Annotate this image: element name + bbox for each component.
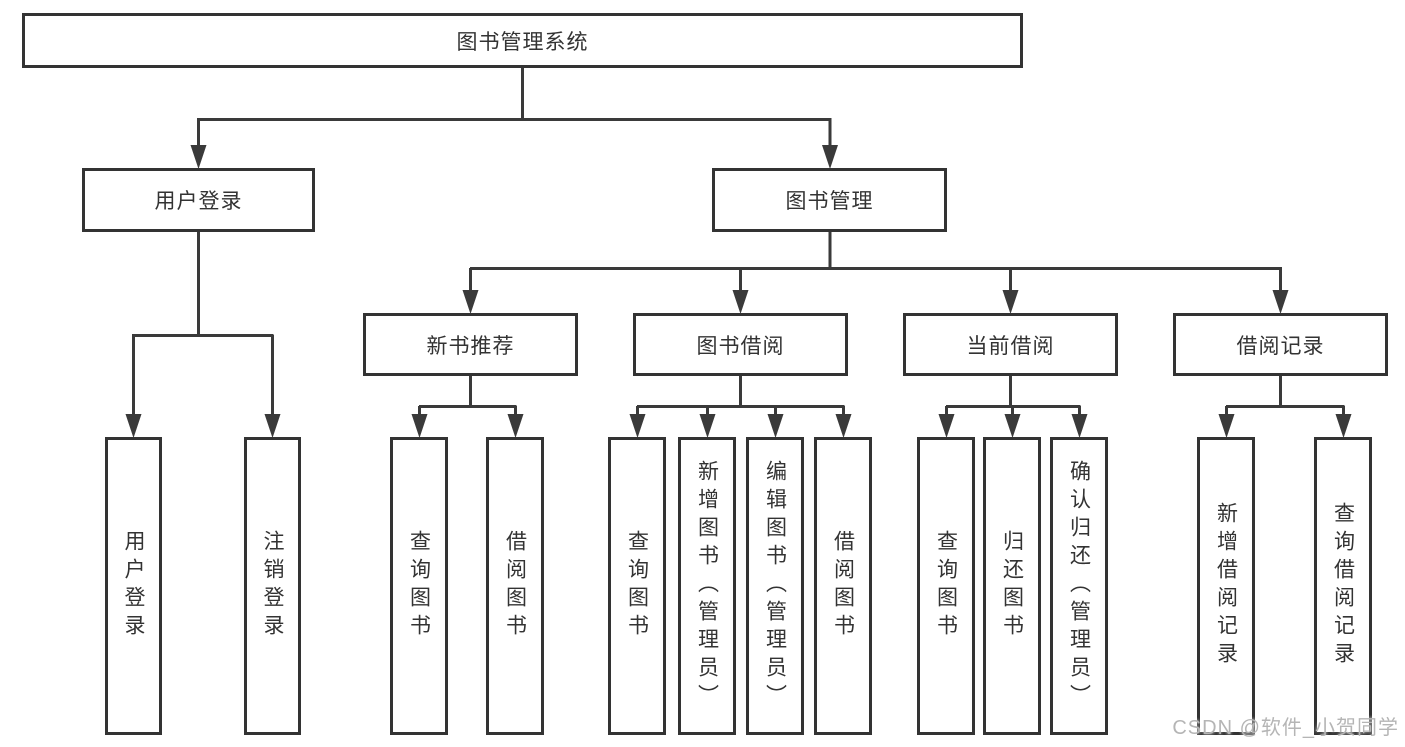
leaf-add-books-admin: 新增图书（管理员）	[678, 437, 736, 735]
leaf-borrow-books: 借阅图书	[814, 437, 872, 735]
node-current-borrow: 当前借阅	[903, 313, 1118, 376]
leaf-add-borrow-record: 新增借阅记录	[1197, 437, 1255, 735]
leaf-query-borrow-record: 查询借阅记录	[1314, 437, 1372, 735]
node-new-book-recommend: 新书推荐	[363, 313, 578, 376]
leaf-return-books: 归还图书	[983, 437, 1041, 735]
leaf-user-login: 用户登录	[105, 437, 162, 735]
node-book-borrow: 图书借阅	[633, 313, 848, 376]
node-book-management: 图书管理	[712, 168, 947, 232]
node-borrow-records: 借阅记录	[1173, 313, 1388, 376]
leaf-logout: 注销登录	[244, 437, 301, 735]
node-root: 图书管理系统	[22, 13, 1023, 68]
leaf-recommend-borrow-books: 借阅图书	[486, 437, 544, 735]
node-user-login: 用户登录	[82, 168, 315, 232]
leaf-recommend-query-books: 查询图书	[390, 437, 448, 735]
leaf-borrow-query-books: 查询图书	[608, 437, 666, 735]
leaf-current-query-books: 查询图书	[917, 437, 975, 735]
csdn-watermark: CSDN @软件_小贺同学	[1172, 717, 1399, 739]
leaf-edit-books-admin: 编辑图书（管理员）	[746, 437, 804, 735]
leaf-confirm-return-admin: 确认归还（管理员）	[1050, 437, 1108, 735]
